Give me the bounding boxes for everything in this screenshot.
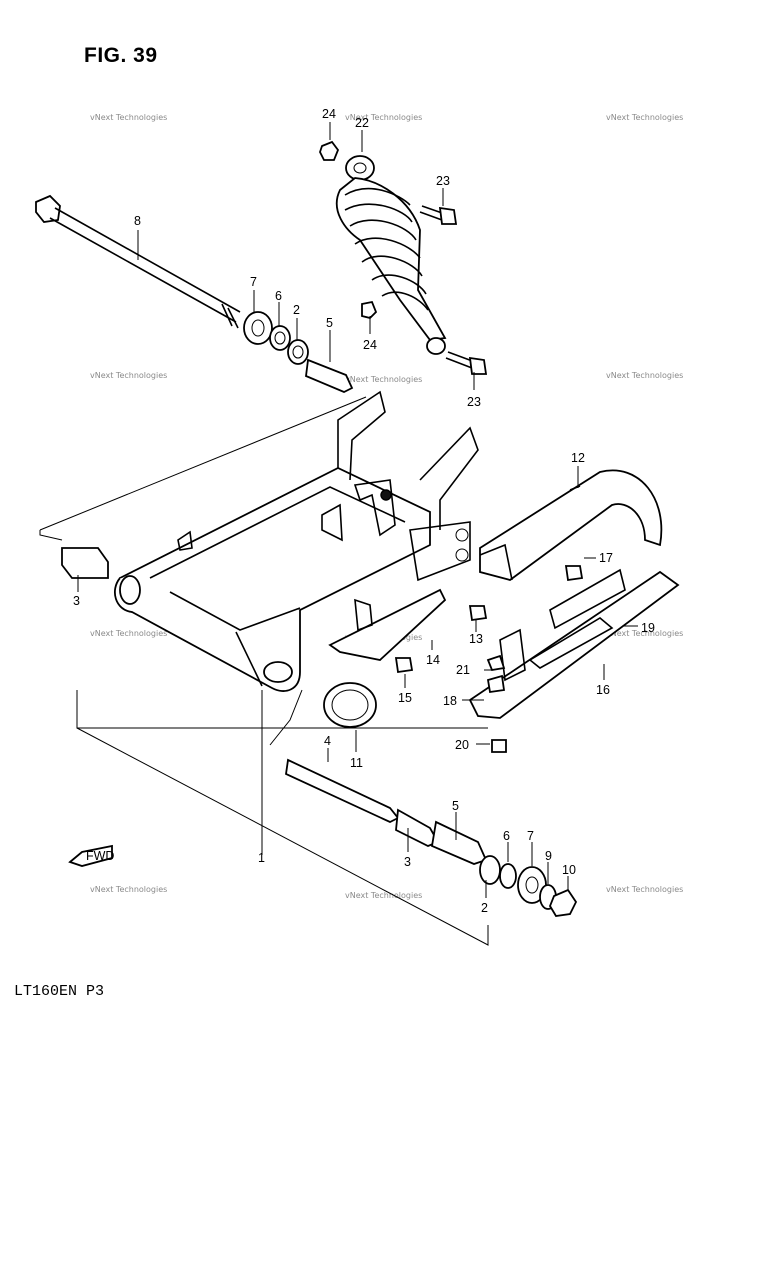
model-code: LT160EN P3 <box>14 983 105 1000</box>
callout-12: 12 <box>571 451 585 465</box>
watermark: vNext Technologies <box>606 885 683 894</box>
callout-24: 24 <box>363 338 377 352</box>
callout-23: 23 <box>467 395 481 409</box>
fwd-label: FWD <box>86 849 114 863</box>
swing-arm-frame <box>114 390 479 692</box>
callout-13: 13 <box>469 632 483 646</box>
assembly-lines <box>39 396 489 946</box>
watermark: vNext Technologies <box>90 113 167 122</box>
callout-3: 3 <box>73 594 80 608</box>
small-bolts <box>394 565 584 753</box>
callout-24: 24 <box>322 107 336 121</box>
callout-15: 15 <box>398 691 412 705</box>
upper-hardware <box>243 311 354 393</box>
callout-9: 9 <box>545 849 552 863</box>
chain-guard <box>328 588 447 661</box>
nut <box>361 300 378 319</box>
callout-7: 7 <box>527 829 534 843</box>
nut <box>319 140 340 161</box>
figure-title: FIG. 39 <box>84 44 158 67</box>
forward-arrow-icon: FWD <box>68 844 114 867</box>
watermark: vNext Technologies <box>606 371 683 380</box>
watermark: vNext Technologies <box>345 375 422 384</box>
leader-lines <box>77 122 638 898</box>
callout-3: 3 <box>404 855 411 869</box>
callout-2: 2 <box>481 901 488 915</box>
bolt <box>419 205 458 225</box>
callout-14: 14 <box>426 653 440 667</box>
callout-labels: 24 22 23 8 7 6 2 5 24 23 12 17 3 19 13 1… <box>73 107 655 915</box>
callout-10: 10 <box>562 863 576 877</box>
callout-6: 6 <box>275 289 282 303</box>
rear-shock-absorber <box>335 155 447 355</box>
callout-11: 11 <box>350 756 363 770</box>
watermark: vNext Technologies <box>345 891 422 900</box>
callout-18: 18 <box>443 694 457 708</box>
watermark: vNext Technologies <box>606 113 683 122</box>
callout-6: 6 <box>503 829 510 843</box>
chain-case <box>479 469 663 581</box>
watermark: vNext Technologies <box>606 629 683 638</box>
watermark: vNext Technologies <box>345 113 422 122</box>
callout-20: 20 <box>455 738 469 752</box>
callout-8: 8 <box>134 214 141 228</box>
callout-5: 5 <box>452 799 459 813</box>
callout-2: 2 <box>293 303 300 317</box>
callout-4: 4 <box>324 734 331 748</box>
watermark: vNext Technologies <box>90 629 167 638</box>
watermark: vNext Technologies <box>90 885 167 894</box>
callout-16: 16 <box>596 683 610 697</box>
callout-19: 19 <box>641 621 655 635</box>
callout-7: 7 <box>250 275 257 289</box>
callout-5: 5 <box>326 316 333 330</box>
callout-21: 21 <box>456 663 470 677</box>
pivot-shaft <box>35 194 241 329</box>
callout-1: 1 <box>258 851 265 865</box>
watermark: vNext Technologies <box>90 371 167 380</box>
callout-17: 17 <box>599 551 613 565</box>
callout-23: 23 <box>436 174 450 188</box>
bolt <box>445 351 488 375</box>
callout-22: 22 <box>355 116 369 130</box>
chain-slider <box>468 568 680 719</box>
lower-hardware <box>61 547 578 917</box>
